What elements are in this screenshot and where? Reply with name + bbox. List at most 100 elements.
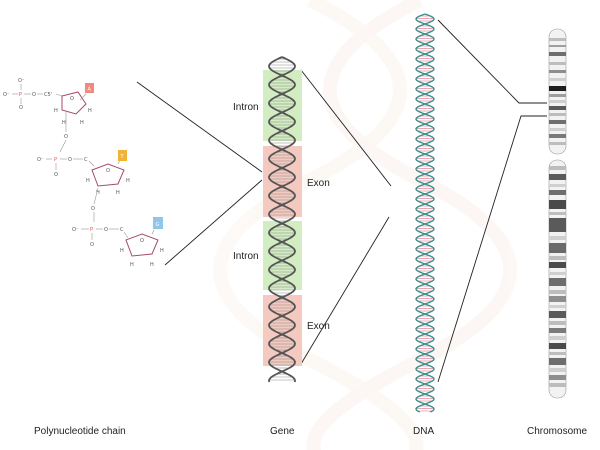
oxygen-label: O: [106, 168, 110, 174]
nucleotide-1: O⁻ P O⁻ O O C5' O A H H H H O: [3, 78, 94, 153]
gene-label: Gene: [270, 426, 295, 437]
background-helix-watermark: [213, 0, 517, 450]
carbon-label: C: [84, 157, 88, 163]
chromosome-band: [549, 236, 566, 240]
chromosome-band: [549, 368, 566, 372]
chromosome-band: [549, 106, 566, 110]
chromosome-band: [549, 174, 566, 180]
chromosome-band: [549, 94, 566, 97]
connector-line: [437, 19, 547, 104]
oxygen-anion-label: O⁻: [37, 157, 44, 163]
chromosome-band: [549, 272, 566, 275]
chromosome-band: [549, 78, 566, 81]
hydrogen-label: H: [126, 178, 130, 184]
chromosome-band: [549, 352, 566, 355]
gene-segment-label-exon: Exon: [307, 321, 330, 332]
chromosome-band: [549, 86, 566, 91]
chromosome-band: [549, 128, 566, 131]
chromosome-band: [549, 212, 566, 215]
oxygen-label: O: [104, 227, 108, 233]
chromosome-band: [549, 113, 566, 116]
chromosome-band: [549, 218, 566, 232]
backbone-strand: [415, 13, 435, 413]
chromosome-band: [549, 45, 566, 47]
hydrogen-label: H: [80, 120, 84, 126]
chromosome-band: [549, 296, 566, 302]
hydrogen-label: H: [88, 108, 92, 114]
chromosome-band: [549, 52, 566, 56]
dna-label: DNA: [413, 426, 434, 437]
chromosome-label: Chromosome: [527, 426, 587, 437]
chromosome-band: [549, 383, 566, 387]
hydrogen-label: H: [160, 248, 164, 254]
oxygen-label: O: [140, 238, 144, 244]
chromosome-band: [549, 358, 566, 365]
chromosome: [548, 28, 567, 399]
carbon-5prime-label: C5': [44, 92, 52, 98]
chromosome-band: [549, 166, 566, 170]
sugar-ring: [61, 91, 87, 115]
phosphate-label: P: [19, 92, 22, 98]
oxygen-label: O⁻: [18, 78, 25, 84]
oxygen-label: O: [90, 242, 94, 248]
chromosome-band: [549, 200, 566, 209]
connector-line: [136, 81, 263, 173]
zoom-connectors: [136, 19, 547, 383]
chromosome-band: [549, 256, 566, 260]
oxygen-anion-label: O⁻: [72, 227, 79, 233]
oxygen-label: O: [54, 172, 58, 178]
base-A-box: [85, 83, 94, 93]
base-G-box: [153, 217, 163, 229]
chromosome-band: [549, 343, 566, 349]
gene: Intron Exon Intron Exon: [233, 56, 330, 383]
chromosome-bands: [549, 38, 566, 387]
chromosome-band: [549, 321, 566, 325]
nucleotide-3: O⁻ P O O C O G H H H H: [72, 217, 164, 268]
hydrogen-label: H: [54, 108, 58, 114]
connector-line: [300, 216, 390, 365]
chromosome-band: [549, 375, 566, 380]
oxygen-label: O: [32, 92, 36, 98]
base-T-label: T: [120, 154, 125, 160]
chromosome-band: [549, 134, 566, 138]
hydrogen-label: H: [96, 190, 100, 196]
chromosome-band: [549, 336, 566, 340]
backbone-strand: [268, 56, 296, 383]
oxygen-label: O: [68, 157, 72, 163]
hydrogen-label: H: [150, 262, 154, 268]
chromosome-band: [549, 184, 566, 187]
chromosome-band: [549, 70, 566, 73]
nucleotide-2: O⁻ P O O C O T H H H H O: [37, 150, 130, 222]
oxygen-label: O: [64, 134, 68, 140]
backbone-strand: [268, 56, 296, 383]
oxygen-label: O: [91, 206, 95, 212]
oxygen-label: O: [19, 105, 23, 111]
hydrogen-label: H: [86, 178, 90, 184]
oxygen-anion-label: O⁻: [3, 92, 10, 98]
hydrogen-label: H: [120, 248, 124, 254]
chromosome-band: [549, 100, 566, 103]
sugar-ring: [91, 163, 125, 187]
backbone-strand: [415, 13, 435, 413]
connector-line: [164, 179, 263, 266]
chromosome-band: [549, 305, 566, 308]
gene-segment-label-intron: Intron: [233, 102, 259, 113]
gene-segment-label-exon: Exon: [307, 178, 330, 189]
chromosome-band: [549, 311, 566, 318]
carbon-label: C: [120, 227, 124, 233]
hydrogen-label: H: [62, 120, 66, 126]
polynucleotide-chain-label: Polynucleotide chain: [34, 426, 126, 437]
chromosome-band: [549, 243, 566, 253]
base-A-label: A: [88, 87, 92, 93]
gene-double-helix: [268, 56, 296, 383]
dna-double-helix: [415, 13, 435, 413]
sugar-ring: [125, 233, 159, 257]
phosphate-label: P: [90, 227, 93, 233]
hydrogen-label: H: [116, 190, 120, 196]
chromosome-band: [549, 328, 566, 333]
chromosome-band: [549, 142, 566, 145]
base-T-box: [118, 150, 127, 161]
polynucleotide-chain: O⁻ P O⁻ O O C5' O A H H H H O: [3, 78, 164, 268]
oxygen-label: O: [70, 96, 74, 102]
